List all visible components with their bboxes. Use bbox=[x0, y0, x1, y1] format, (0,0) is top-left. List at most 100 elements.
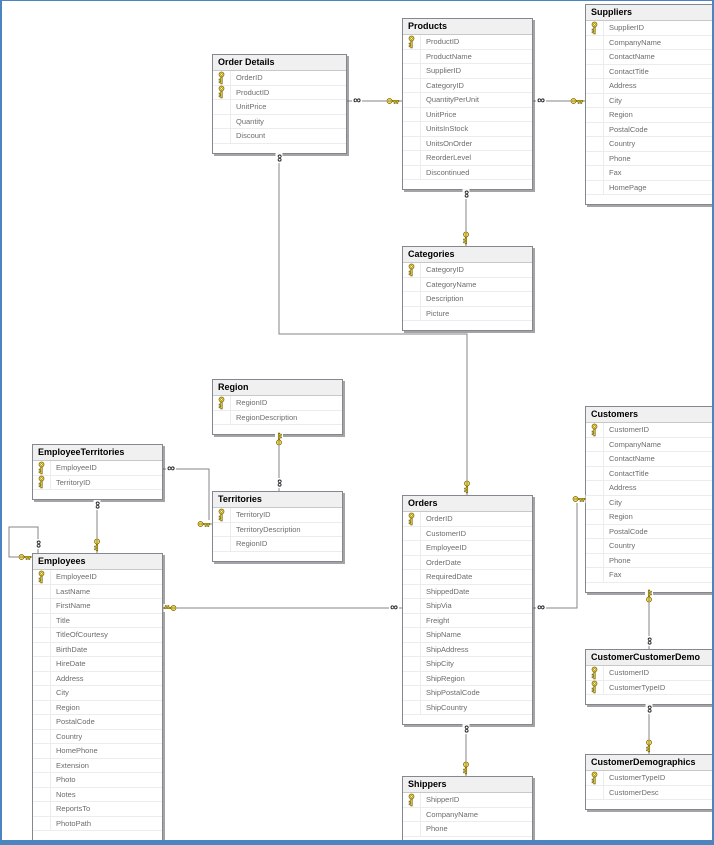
table-title[interactable]: CustomerCustomerDemo bbox=[586, 650, 712, 666]
field-row-postalcode[interactable]: PostalCode bbox=[586, 524, 712, 539]
entity-table-orders[interactable]: Orders OrderID CustomerID EmployeeID Ord… bbox=[402, 495, 533, 725]
field-row-territoryid[interactable]: TerritoryID bbox=[33, 475, 162, 490]
entity-table-employees[interactable]: Employees EmployeeID LastName FirstName … bbox=[32, 553, 163, 840]
field-row-companyname[interactable]: CompanyName bbox=[586, 437, 712, 452]
field-row-discontinued[interactable]: Discontinued bbox=[403, 165, 532, 180]
field-row-postalcode[interactable]: PostalCode bbox=[33, 715, 162, 730]
field-row-supplierid[interactable]: SupplierID bbox=[403, 64, 532, 79]
field-row-phone[interactable]: Phone bbox=[586, 553, 712, 568]
field-row-phone[interactable]: Phone bbox=[586, 151, 712, 166]
field-row-homephone[interactable]: HomePhone bbox=[33, 744, 162, 759]
field-row-shipperid[interactable]: ShipperID bbox=[403, 793, 532, 808]
entity-table-products[interactable]: Products ProductID ProductName SupplierI… bbox=[402, 18, 533, 190]
field-row-fax[interactable]: Fax bbox=[586, 166, 712, 181]
field-row-orderid[interactable]: OrderID bbox=[403, 512, 532, 527]
field-row-unitprice[interactable]: UnitPrice bbox=[403, 107, 532, 122]
field-row-description[interactable]: Description bbox=[403, 292, 532, 307]
field-row-orderid[interactable]: OrderID bbox=[213, 71, 346, 86]
field-row-employeeid[interactable]: EmployeeID bbox=[33, 461, 162, 476]
field-row-shipregion[interactable]: ShipRegion bbox=[403, 671, 532, 686]
field-row-country[interactable]: Country bbox=[586, 137, 712, 152]
field-row-photopath[interactable]: PhotoPath bbox=[33, 816, 162, 831]
field-row-supplierid[interactable]: SupplierID bbox=[586, 21, 712, 36]
field-row-hiredate[interactable]: HireDate bbox=[33, 657, 162, 672]
field-row-unitsonorder[interactable]: UnitsOnOrder bbox=[403, 136, 532, 151]
field-row-shipvia[interactable]: ShipVia bbox=[403, 599, 532, 614]
table-title[interactable]: Territories bbox=[213, 492, 342, 508]
field-row-orderdate[interactable]: OrderDate bbox=[403, 555, 532, 570]
field-row-firstname[interactable]: FirstName bbox=[33, 599, 162, 614]
entity-table-region[interactable]: Region RegionID RegionDescription bbox=[212, 379, 343, 435]
field-row-titleofcourtesy[interactable]: TitleOfCourtesy bbox=[33, 628, 162, 643]
entity-table-categories[interactable]: Categories CategoryID CategoryName Descr… bbox=[402, 246, 533, 331]
field-row-customerid[interactable]: CustomerID bbox=[586, 666, 712, 681]
field-row-productname[interactable]: ProductName bbox=[403, 49, 532, 64]
field-row-country[interactable]: Country bbox=[33, 729, 162, 744]
field-row-lastname[interactable]: LastName bbox=[33, 584, 162, 599]
field-row-categoryname[interactable]: CategoryName bbox=[403, 277, 532, 292]
field-row-city[interactable]: City bbox=[33, 686, 162, 701]
table-title[interactable]: EmployeeTerritories bbox=[33, 445, 162, 461]
field-row-region[interactable]: Region bbox=[586, 108, 712, 123]
field-row-address[interactable]: Address bbox=[586, 79, 712, 94]
entity-table-employeeterritories[interactable]: EmployeeTerritories EmployeeID Territory… bbox=[32, 444, 163, 500]
table-title[interactable]: Orders bbox=[403, 496, 532, 512]
field-row-address[interactable]: Address bbox=[33, 671, 162, 686]
table-title[interactable]: Categories bbox=[403, 247, 532, 263]
field-row-quantity[interactable]: Quantity bbox=[213, 114, 346, 129]
field-row-title[interactable]: Title bbox=[33, 613, 162, 628]
field-row-photo[interactable]: Photo bbox=[33, 773, 162, 788]
field-row-regiondescription[interactable]: RegionDescription bbox=[213, 410, 342, 425]
entity-table-customerdemographics[interactable]: CustomerDemographics CustomerTypeID Cust… bbox=[585, 754, 712, 810]
field-row-unitprice[interactable]: UnitPrice bbox=[213, 100, 346, 115]
entity-table-shippers[interactable]: Shippers ShipperID CompanyName Phone bbox=[402, 776, 533, 840]
field-row-contacttitle[interactable]: ContactTitle bbox=[586, 466, 712, 481]
entity-table-customercustomerdemo[interactable]: CustomerCustomerDemo CustomerID Customer… bbox=[585, 649, 712, 705]
field-row-customertypeid[interactable]: CustomerTypeID bbox=[586, 771, 712, 786]
field-row-address[interactable]: Address bbox=[586, 481, 712, 496]
field-row-companyname[interactable]: CompanyName bbox=[403, 807, 532, 822]
table-title[interactable]: Order Details bbox=[213, 55, 346, 71]
field-row-homepage[interactable]: HomePage bbox=[586, 180, 712, 195]
field-row-contacttitle[interactable]: ContactTitle bbox=[586, 64, 712, 79]
field-row-employeeid[interactable]: EmployeeID bbox=[403, 541, 532, 556]
relationship-orderdetails-orders[interactable] bbox=[278, 149, 468, 495]
table-title[interactable]: Customers bbox=[586, 407, 712, 423]
field-row-categoryid[interactable]: CategoryID bbox=[403, 78, 532, 93]
field-row-territoryid[interactable]: TerritoryID bbox=[213, 508, 342, 523]
table-title[interactable]: CustomerDemographics bbox=[586, 755, 712, 771]
field-row-picture[interactable]: Picture bbox=[403, 306, 532, 321]
field-row-employeeid[interactable]: EmployeeID bbox=[33, 570, 162, 585]
field-row-fax[interactable]: Fax bbox=[586, 568, 712, 583]
field-row-freight[interactable]: Freight bbox=[403, 613, 532, 628]
field-row-shippeddate[interactable]: ShippedDate bbox=[403, 584, 532, 599]
field-row-quantityperunit[interactable]: QuantityPerUnit bbox=[403, 93, 532, 108]
field-row-notes[interactable]: Notes bbox=[33, 787, 162, 802]
table-title[interactable]: Suppliers bbox=[586, 5, 712, 21]
field-row-categoryid[interactable]: CategoryID bbox=[403, 263, 532, 278]
field-row-shipname[interactable]: ShipName bbox=[403, 628, 532, 643]
field-row-shipcity[interactable]: ShipCity bbox=[403, 657, 532, 672]
field-row-discount[interactable]: Discount bbox=[213, 129, 346, 144]
relationship-employeeterritories-territories[interactable] bbox=[163, 468, 212, 525]
field-row-regionid[interactable]: RegionID bbox=[213, 537, 342, 552]
table-title[interactable]: Region bbox=[213, 380, 342, 396]
field-row-customertypeid[interactable]: CustomerTypeID bbox=[586, 680, 712, 695]
field-row-birthdate[interactable]: BirthDate bbox=[33, 642, 162, 657]
field-row-city[interactable]: City bbox=[586, 93, 712, 108]
field-row-productid[interactable]: ProductID bbox=[403, 35, 532, 50]
field-row-contactname[interactable]: ContactName bbox=[586, 452, 712, 467]
field-row-companyname[interactable]: CompanyName bbox=[586, 35, 712, 50]
relationship-employees-selfreference[interactable] bbox=[8, 526, 39, 558]
field-row-reorderlevel[interactable]: ReorderLevel bbox=[403, 151, 532, 166]
field-row-region[interactable]: Region bbox=[33, 700, 162, 715]
field-row-regionid[interactable]: RegionID bbox=[213, 396, 342, 411]
field-row-country[interactable]: Country bbox=[586, 539, 712, 554]
table-title[interactable]: Products bbox=[403, 19, 532, 35]
field-row-unitsinstock[interactable]: UnitsInStock bbox=[403, 122, 532, 137]
field-row-reportsto[interactable]: ReportsTo bbox=[33, 802, 162, 817]
field-row-extension[interactable]: Extension bbox=[33, 758, 162, 773]
field-row-region[interactable]: Region bbox=[586, 510, 712, 525]
field-row-requireddate[interactable]: RequiredDate bbox=[403, 570, 532, 585]
field-row-phone[interactable]: Phone bbox=[403, 822, 532, 837]
